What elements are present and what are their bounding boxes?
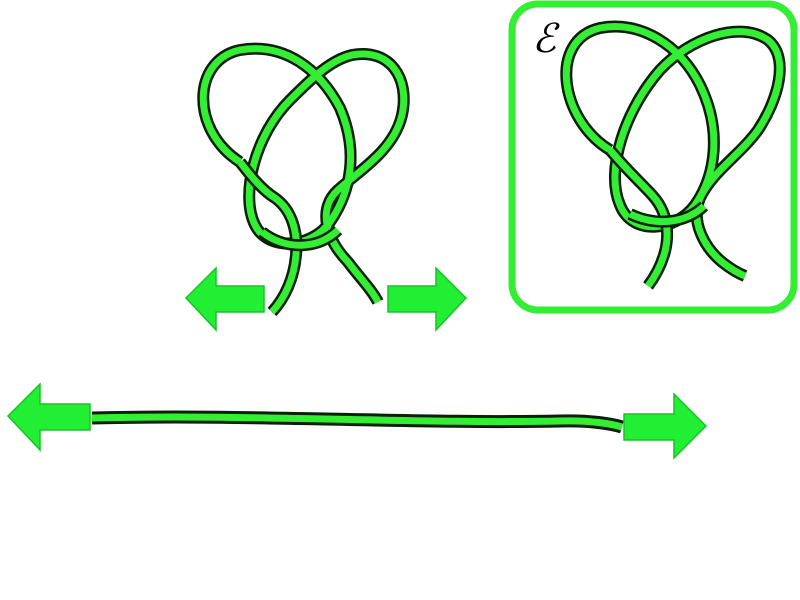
arrow-left-icon [6,382,91,452]
arrow-right-icon [387,266,468,332]
knot-loose [197,42,410,317]
knot-framed [560,20,786,290]
arrow-right-icon [623,392,708,460]
knot-loose-strand-b [237,159,300,315]
knot-framed-crossing [628,203,707,226]
knot-loose-crossing [259,227,341,249]
framed-panel: ℰ [508,0,798,314]
rope-straight [91,410,624,434]
rope-straight-body [91,413,624,431]
knot-framed-strand-a [562,23,784,280]
knot-framed-strand-a-outline [560,20,786,282]
arrow-left-icon [184,266,265,332]
knot-loose-strand-a [199,45,408,304]
panel-frame [508,0,798,314]
panel-label: ℰ [532,16,560,62]
